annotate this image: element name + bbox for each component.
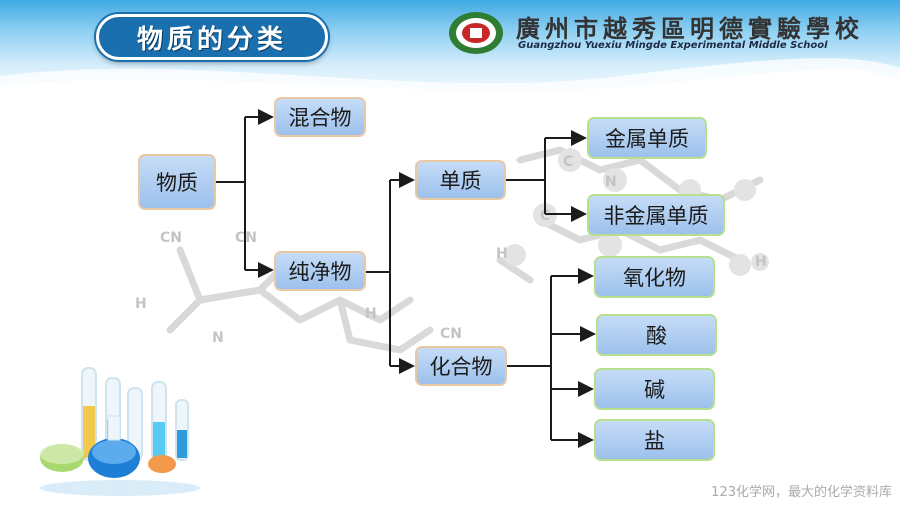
school-name: 廣州市越秀區明德實驗學校 [516,14,864,43]
node-mixture: 混合物 [274,97,366,137]
bg-label-c: C [540,208,550,224]
page-title: 物质的分类 [136,24,287,55]
bg-label-cn: CN [160,230,182,246]
bg-label-n: N [605,174,617,190]
node-compound: 化合物 [415,346,507,386]
bg-label-c: C [563,154,573,170]
node-acid: 酸 [596,314,717,356]
node-base: 碱 [594,368,715,410]
bg-label-h: H [496,246,508,262]
header-wave [0,58,900,110]
bg-label-h: H [135,296,147,312]
node-metal-element: 金属单质 [587,117,707,159]
bg-label-h: H [365,306,377,322]
bg-label-n: N [212,330,224,346]
site-watermark: 123化学网，最大的化学资料库 [711,485,892,500]
bg-label-h: H [755,254,767,270]
node-oxide: 氧化物 [594,256,715,298]
node-substance: 物质 [138,154,216,210]
node-salt: 盐 [594,419,715,461]
school-logo-icon [449,12,503,54]
node-pure-substance: 纯净物 [274,251,366,291]
title-badge: 物质的分类 [96,14,328,60]
school-name-english: Guangzhou Yuexiu Mingde Experimental Mid… [518,40,828,51]
node-nonmetal-element: 非金属单质 [587,194,725,236]
bg-label-cn: CN [440,326,462,342]
node-element: 单质 [415,160,506,200]
lab-glassware-illustration [40,367,200,496]
